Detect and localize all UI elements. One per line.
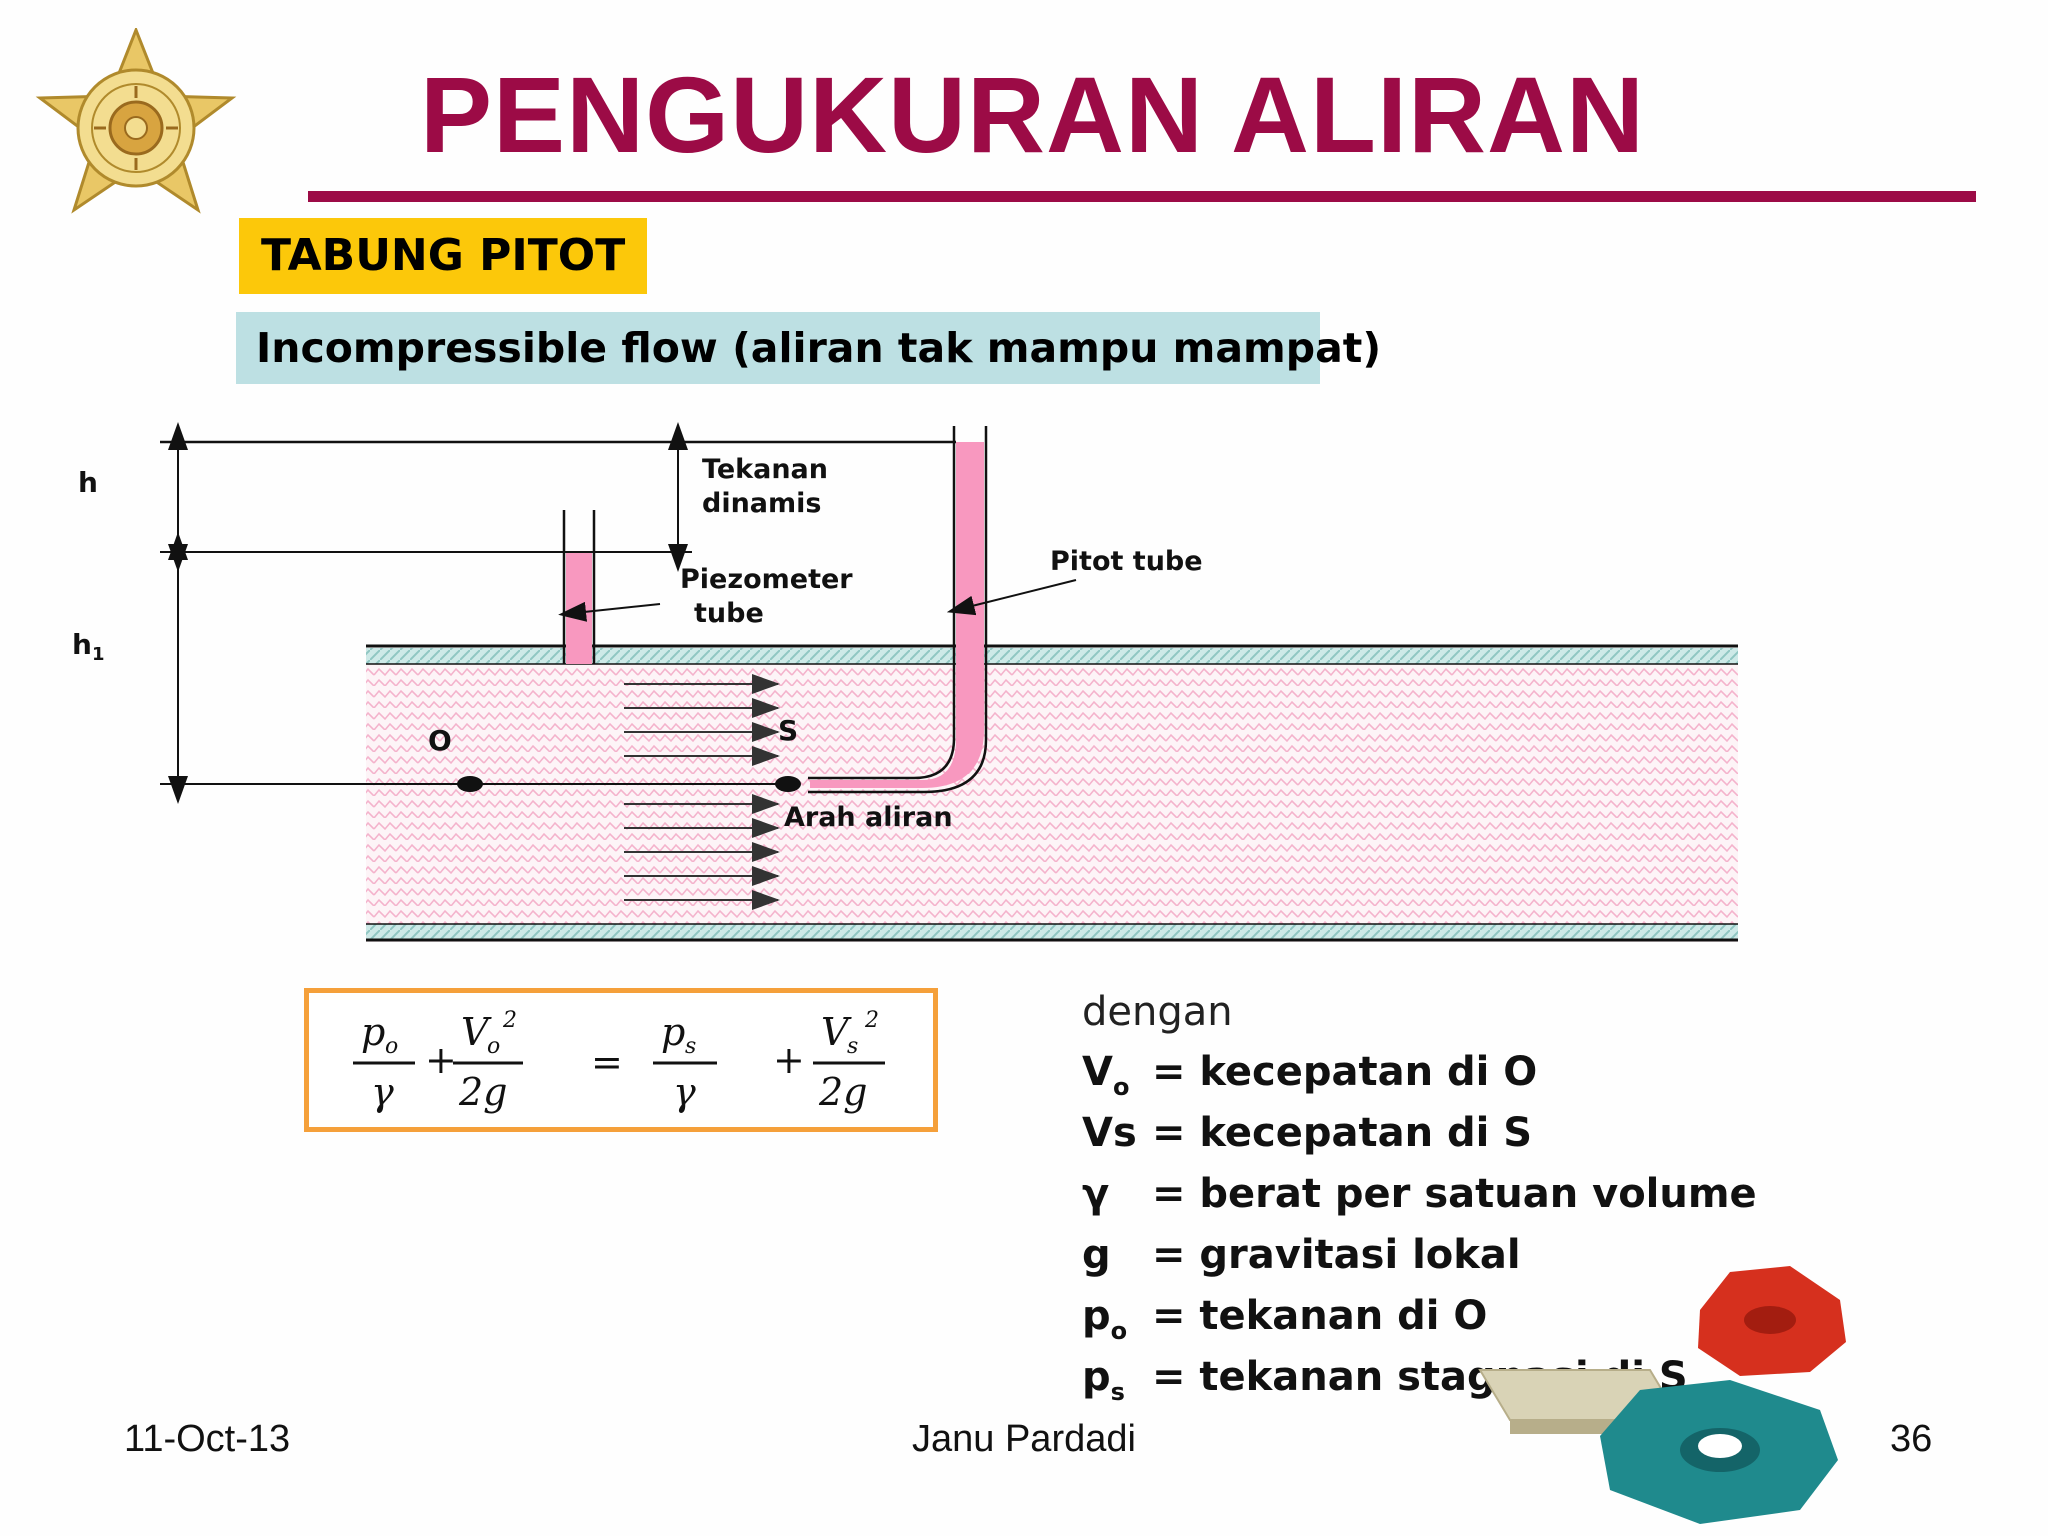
label-point-o: O xyxy=(428,724,452,757)
label-point-s: S xyxy=(778,714,798,747)
label-tekanan-dinamis-1: Tekanan xyxy=(702,454,828,485)
svg-text:s: s xyxy=(685,1034,696,1059)
university-emblem-icon xyxy=(35,28,237,214)
title-divider xyxy=(308,191,1976,202)
legend-item: Vs = kecepatan di S xyxy=(1082,1110,1533,1156)
label-pitot-tube: Pitot tube xyxy=(1050,546,1203,577)
svg-text:γ: γ xyxy=(371,1070,394,1114)
svg-text:V: V xyxy=(821,1010,852,1054)
svg-text:2g: 2g xyxy=(818,1070,868,1114)
svg-text:+: + xyxy=(425,1038,457,1082)
subtitle-banner: Incompressible flow (aliran tak mampu ma… xyxy=(236,312,1381,384)
svg-text:2: 2 xyxy=(502,1008,517,1033)
point-o-marker xyxy=(457,776,483,792)
label-tekanan-dinamis-2: dinamis xyxy=(702,488,821,519)
svg-text:p: p xyxy=(661,1010,685,1054)
svg-text:V: V xyxy=(461,1010,492,1054)
pitot-tube-diagram: h h1 Tekanan dinamis Piezometer tube Pit… xyxy=(72,422,1738,942)
svg-text:o: o xyxy=(487,1034,500,1059)
label-h: h xyxy=(78,466,98,499)
legend-item: g = gravitasi lokal xyxy=(1082,1232,1521,1278)
pipe-top-wall xyxy=(366,648,1738,664)
point-s-marker xyxy=(775,776,801,792)
svg-text:2: 2 xyxy=(864,1008,879,1033)
legend-intro: dengan xyxy=(1082,989,1233,1035)
svg-text:γ: γ xyxy=(673,1070,696,1114)
label-h1: h1 xyxy=(72,628,104,665)
pipe-bottom-wall xyxy=(366,924,1738,940)
legend-item: γ = berat per satuan volume xyxy=(1082,1171,1757,1217)
label-piezometer-2: tube xyxy=(694,598,764,629)
svg-text:o: o xyxy=(385,1034,398,1059)
svg-text:=: = xyxy=(591,1040,623,1084)
section-label: TABUNG PITOT xyxy=(239,218,647,294)
svg-text:2g: 2g xyxy=(458,1070,508,1114)
svg-text:p: p xyxy=(361,1010,385,1054)
gears-icon xyxy=(1478,1266,1846,1524)
footer-author: Janu Pardadi xyxy=(912,1418,1136,1460)
flow-arrows xyxy=(624,674,780,910)
piezometer-tube xyxy=(562,510,596,664)
pitot-tube xyxy=(808,426,988,794)
label-arah-aliran: Arah aliran xyxy=(784,802,953,833)
page-title: PENGUKURAN ALIRAN xyxy=(420,54,1645,175)
legend-item: Vo = kecepatan di O xyxy=(1082,1049,1538,1101)
svg-text:+: + xyxy=(773,1038,805,1082)
footer-page-number: 36 xyxy=(1890,1418,1933,1460)
label-piezometer-1: Piezometer xyxy=(680,564,853,595)
footer-date: 11-Oct-13 xyxy=(124,1418,291,1460)
svg-text:s: s xyxy=(847,1034,858,1059)
legend-item: po = tekanan di O xyxy=(1082,1293,1488,1345)
